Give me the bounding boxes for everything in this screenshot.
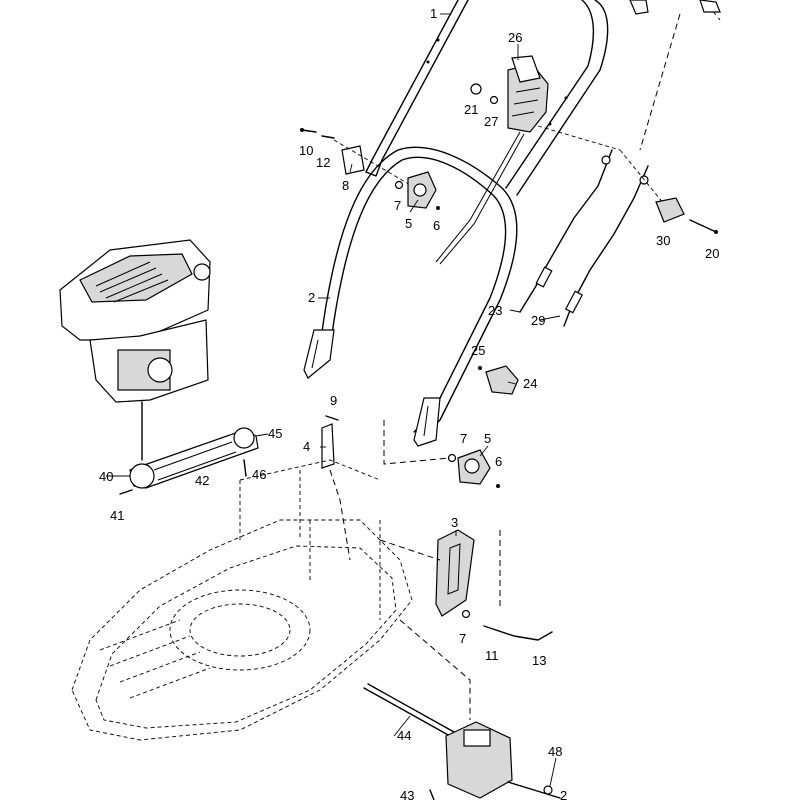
- callout-13: 13: [532, 653, 546, 668]
- callout-4: 4: [303, 439, 310, 454]
- cover-24: [478, 365, 519, 395]
- callout-46: 46: [252, 467, 266, 482]
- callout-21: 21: [464, 102, 478, 117]
- callout-8: 8: [342, 178, 349, 193]
- leader-lines: [106, 13, 561, 787]
- upper-handle: [365, 0, 609, 196]
- callout-43: 43: [400, 788, 414, 800]
- bracket-4: [321, 415, 351, 561]
- callout-6a: 6: [433, 218, 440, 233]
- callout-45: 45: [268, 426, 282, 441]
- callout-7b: 7: [460, 431, 467, 446]
- callout-5a: 5: [405, 216, 412, 231]
- callout-41: 41: [110, 508, 124, 523]
- knob-upper: [394, 171, 440, 210]
- callout-6b: 6: [495, 454, 502, 469]
- callout-40: 40: [99, 469, 113, 484]
- callout-9: 9: [330, 393, 337, 408]
- callout-24: 24: [523, 376, 537, 391]
- callout-labels: 1 2 3 4 5 5 6 6 7 7 7 8 9 10 11 12 13 20…: [99, 6, 719, 800]
- axle-gearbox: [363, 683, 561, 800]
- callout-27: 27: [484, 114, 498, 129]
- upper-left-hardware: [300, 128, 413, 187]
- knob-lower: [383, 420, 500, 488]
- callout-10: 10: [299, 143, 313, 158]
- callout-30: 30: [656, 233, 670, 248]
- callout-23: 23: [488, 303, 502, 318]
- callout-11: 11: [485, 648, 499, 663]
- bracket-3: [379, 529, 553, 641]
- callout-29: 29: [531, 313, 545, 328]
- control-lever-assembly: [435, 55, 549, 265]
- engine: [59, 239, 211, 461]
- callout-3: 3: [451, 515, 458, 530]
- callout-25: 25: [471, 343, 485, 358]
- callout-42: 42: [195, 473, 209, 488]
- lower-handle: [303, 146, 518, 447]
- callout-7c: 7: [459, 631, 466, 646]
- callout-1: 1: [430, 6, 437, 21]
- bracket-right: [655, 197, 718, 234]
- callout-5b: 5: [484, 431, 491, 446]
- top-right-clips: [629, 0, 721, 151]
- callout-12: 12: [316, 155, 330, 170]
- callout-44: 44: [397, 728, 411, 743]
- callout-48: 48: [548, 744, 562, 759]
- callout-20: 20: [705, 246, 719, 261]
- callout-7a: 7: [394, 198, 401, 213]
- mower-deck: [71, 459, 471, 741]
- cable-assemblies: [519, 125, 665, 327]
- callout-2: 2: [308, 290, 315, 305]
- callout-2b: 2: [560, 788, 567, 800]
- drive-arm: [119, 427, 259, 495]
- callout-26: 26: [508, 30, 522, 45]
